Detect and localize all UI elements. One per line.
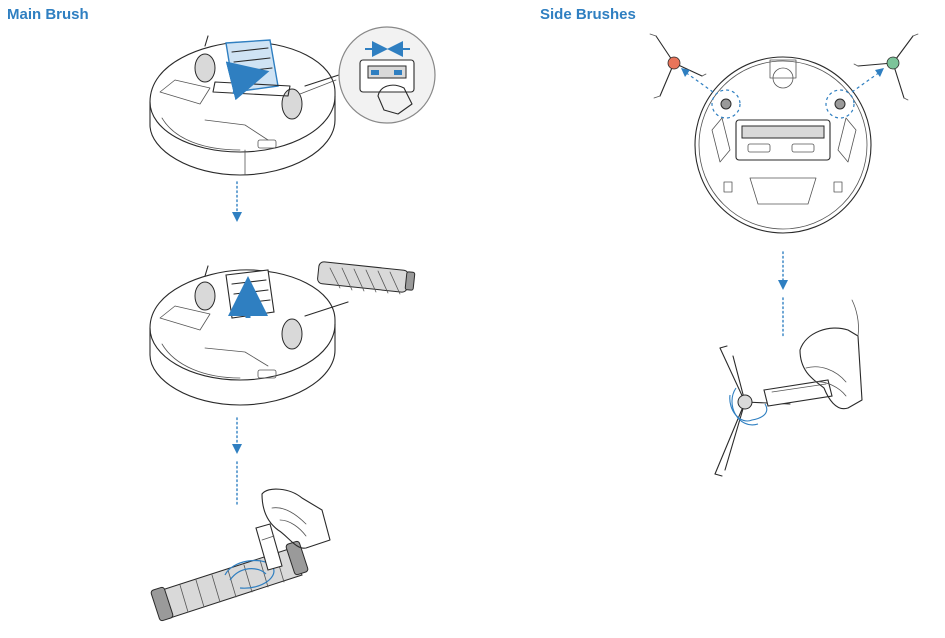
side-brush-icon — [851, 33, 919, 101]
cleaning-tool-icon — [763, 379, 833, 407]
robot-vacuum-bottom-icon — [694, 56, 872, 234]
hand-icon — [261, 488, 331, 549]
robot-vacuum-top-icon — [149, 35, 349, 176]
main-brush-heading: Main Brush — [7, 6, 89, 23]
hand-icon — [799, 299, 863, 410]
side-brush-icon — [649, 33, 714, 99]
down-arrow-icon — [232, 181, 242, 222]
main-brush-roller-icon — [150, 540, 309, 622]
side-brush-icon — [714, 345, 791, 477]
down-arrow-icon — [778, 251, 788, 339]
latch-detail-zoom — [299, 26, 436, 124]
down-arrow-icon — [232, 417, 242, 506]
side-brushes-heading: Side Brushes — [540, 6, 636, 23]
robot-vacuum-top-icon — [149, 265, 349, 406]
main-brush-roller-icon — [317, 261, 416, 295]
cleaning-tool-icon — [255, 523, 283, 571]
